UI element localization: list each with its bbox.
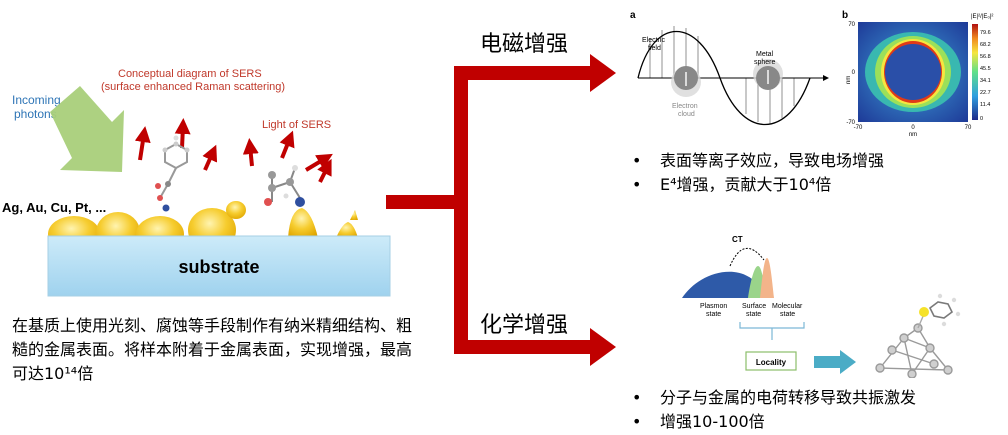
y-unit: nm (846, 76, 852, 84)
trunk-vertical (454, 66, 468, 354)
cb-tick: 34.1 (980, 78, 991, 84)
sers-title-line1: Conceptual diagram of SERS (118, 68, 262, 80)
light-of-sers-label: Light of SERS (262, 119, 331, 131)
plasmon-state-curve (682, 271, 768, 298)
y-tick-bottom: -70 (846, 120, 855, 126)
surface-line1: Surface (742, 303, 766, 310)
cb-tick: 56.8 (980, 54, 991, 60)
trunk-horizontal (386, 195, 460, 209)
molecule-left (155, 135, 190, 212)
x-tick-left: -70 (854, 125, 863, 131)
sphere-core (885, 44, 941, 100)
field-map-panel: b 70 0 -70 nm -70 0 70 nm |E|²/|E₀|² 79.… (842, 10, 993, 138)
cloud-label-line2: cloud (678, 111, 695, 118)
em-bullet-item: • 表面等离子效应，导致电场增强 (632, 149, 884, 173)
bullet-dot: • (632, 151, 642, 170)
sers-title-line2: (surface enhanced Raman scattering) (101, 81, 285, 93)
locality-label: Locality (756, 358, 787, 367)
chem-enhancement-title: 化学增强 (480, 313, 569, 338)
em-bullet-text: E⁴增强，贡献大于10⁴倍 (660, 175, 832, 194)
branch-lower-head (590, 328, 616, 366)
branch-lower (454, 340, 594, 354)
chem-bullet-text: 增强10-100倍 (660, 412, 765, 431)
colorbar-ticks: 79.6 68.2 56.8 45.5 34.1 22.7 11.4 0 (980, 30, 991, 122)
y-tick-top: 70 (848, 22, 855, 28)
emitted-light-arrows (134, 118, 333, 183)
locality-box (745, 351, 797, 371)
sers-description: 在基质上使用光刻、腐蚀等手段制作有纳米精细结构、粗糙的金属表面。将样本附着于金属… (12, 316, 413, 383)
bullet-dot: • (632, 412, 642, 431)
em-bullet-text: 表面等离子效应，导致电场增强 (660, 151, 885, 170)
molecular-line2: state (780, 311, 795, 318)
locality-brace (739, 322, 805, 340)
bullet-dot: • (632, 388, 642, 407)
colorbar (972, 24, 978, 120)
ct-label: CT (732, 235, 743, 244)
cb-tick: 68.2 (980, 42, 991, 48)
incoming-label-line1: Incoming (12, 93, 61, 107)
cb-tick: 45.5 (980, 66, 991, 72)
x-tick-right: 70 (965, 125, 972, 131)
electric-field-wave (637, 30, 811, 126)
charge-transfer-diagram: CT Plasmon state Surface state Molecular… (682, 235, 961, 378)
em-enhancement-title: 电磁增强 (480, 32, 569, 57)
plasmon-wave-panel: a Electric field Metal sphere Electron c… (630, 10, 829, 126)
bullet-dot: • (632, 175, 642, 194)
panel-b-letter: b (842, 10, 848, 21)
benzene-ring (928, 301, 954, 319)
sphere-label-line2: sphere (754, 59, 776, 66)
sulfur-atom (919, 307, 929, 317)
metal-cluster (875, 323, 953, 378)
panel-a-letter: a (630, 10, 636, 21)
chem-bullet-item: • 分子与金属的电荷转移导致共振激发 (632, 386, 916, 410)
field-label-line2: field (648, 45, 661, 52)
em-bullet-list: • 表面等离子效应，导致电场增强 • E⁴增强，贡献大于10⁴倍 (632, 149, 884, 197)
molecular-state-peak (760, 258, 774, 298)
ct-arrow (729, 248, 765, 267)
branch-arrows (386, 54, 616, 366)
chem-bullet-text: 分子与金属的电荷转移导致共振激发 (660, 388, 917, 407)
plasmon-line2: state (706, 311, 721, 318)
y-tick-mid: 0 (852, 70, 856, 76)
colorbar-title: |E|²/|E₀|² (971, 14, 993, 20)
chem-bullet-list: • 分子与金属的电荷转移导致共振激发 • 增强10-100倍 (632, 386, 916, 434)
em-bullet-item: • E⁴增强，贡献大于10⁴倍 (632, 173, 884, 197)
cloud-label-line1: Electron (672, 103, 698, 110)
molecular-line1: Molecular (772, 303, 803, 310)
molecule-right (264, 165, 305, 207)
surface-line2: state (746, 311, 761, 318)
locality-arrow (814, 350, 856, 374)
branch-upper-head (590, 54, 616, 92)
metals-label: Ag, Au, Cu, Pt, ... (2, 200, 106, 215)
cb-tick: 22.7 (980, 90, 991, 96)
branch-upper (454, 66, 594, 80)
cb-tick: 79.6 (980, 30, 991, 36)
sers-concept-diagram: Conceptual diagram of SERS (surface enha… (2, 68, 391, 297)
field-label-line1: Electric (642, 37, 665, 44)
incoming-photon-arrow (50, 86, 124, 172)
cb-tick: 11.4 (980, 102, 990, 108)
x-tick-mid: 0 (911, 125, 915, 131)
substrate-block (47, 235, 391, 297)
plasmon-line1: Plasmon (700, 303, 727, 310)
hydrogen-atoms (937, 293, 961, 327)
incoming-label-line2: photons (14, 107, 57, 121)
substrate-label: substrate (178, 257, 259, 277)
sphere-label-line1: Metal (756, 51, 774, 58)
chem-bullet-item: • 增强10-100倍 (632, 410, 916, 434)
field-arrows (649, 26, 795, 124)
cb-tick: 0 (980, 116, 983, 122)
x-unit: nm (909, 132, 917, 138)
